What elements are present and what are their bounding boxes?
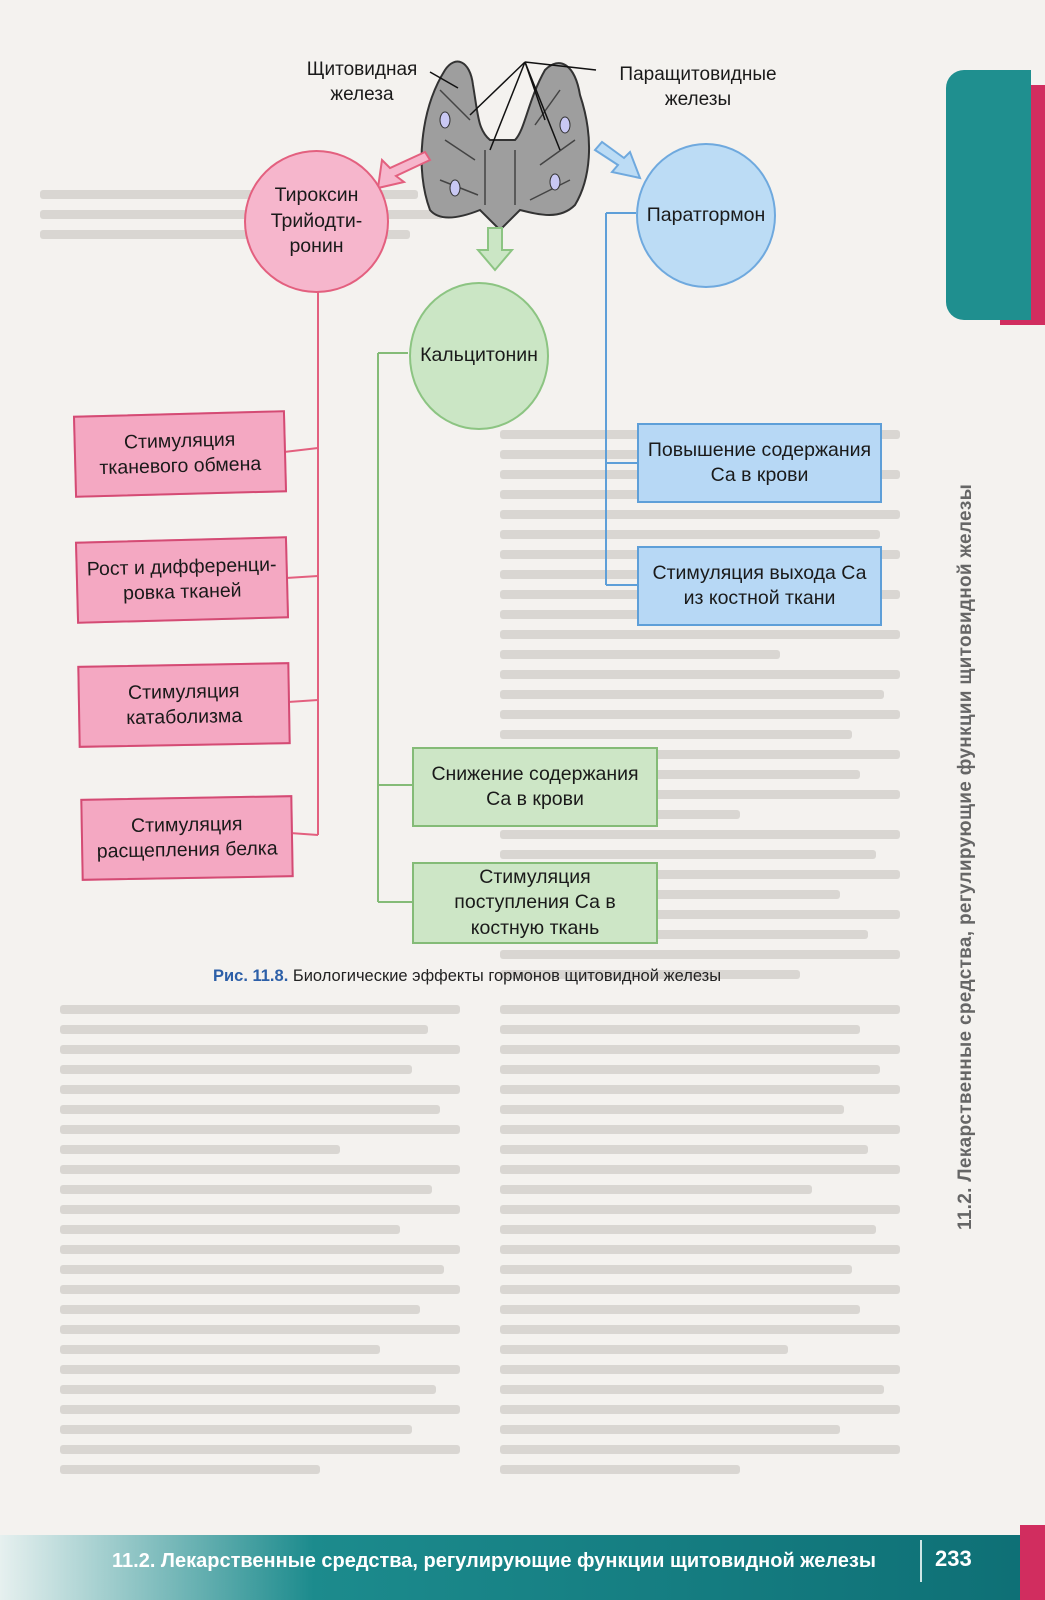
label-thyroid: Щитовидная железа	[306, 59, 418, 105]
chapter-tab	[946, 70, 1031, 320]
footer-pink-edge	[1020, 1525, 1045, 1600]
page-number: 233	[935, 1546, 972, 1571]
footer-title: 11.2. Лекарственные средства, регулирующ…	[112, 1550, 876, 1572]
figure-caption: Рис. 11.8. Биологические эффекты гормоно…	[213, 967, 721, 986]
footer-separator	[920, 1540, 922, 1582]
diagram-graphics	[283, 60, 642, 903]
box-tissue-metabolism: Стимуляция тканевого обмена	[72, 410, 288, 498]
circle-calcitonin: Кальцитонин	[409, 282, 549, 430]
caption-number: Рис. 11.8.	[213, 967, 289, 985]
green-connectors	[377, 352, 412, 903]
box-ca-increase: Повышение содержания Са в крови	[637, 423, 882, 503]
background-text-bottom-right	[500, 1005, 900, 1485]
box-ca-decrease: Снижение содержания Са в крови	[412, 747, 658, 827]
box-protein-breakdown: Стимуляция расщепления белка	[80, 795, 294, 881]
label-parathyroid: Паращитовидные железы	[619, 64, 777, 110]
arrow-to-thyroxine	[376, 150, 432, 190]
caption-text: Биологические эффекты гормонов щитовидно…	[292, 967, 722, 985]
circle-parathormone: Паратгормон	[636, 143, 776, 288]
box-ca-to-bone: Стимуляция поступления Са в костную ткан…	[412, 862, 658, 944]
page-footer-bar	[0, 1535, 1045, 1600]
box-growth-differentiation: Рост и дифференци-ровка тканей	[74, 536, 290, 624]
thyroid-gland-illustration	[420, 60, 597, 232]
background-text-bottom-left	[60, 1005, 460, 1485]
background-text-left	[40, 190, 460, 250]
arrow-to-calcitonin	[475, 227, 515, 272]
blue-connectors	[605, 212, 637, 586]
arrow-to-parathormone	[593, 140, 642, 180]
box-ca-from-bone: Стимуляция выхода Са из костной ткани	[637, 546, 882, 626]
box-catabolism: Стимуляция катаболизма	[77, 662, 291, 748]
circle-thyroxine: Тироксин Трийодти-ронин	[244, 150, 389, 293]
pink-connectors	[283, 290, 319, 836]
